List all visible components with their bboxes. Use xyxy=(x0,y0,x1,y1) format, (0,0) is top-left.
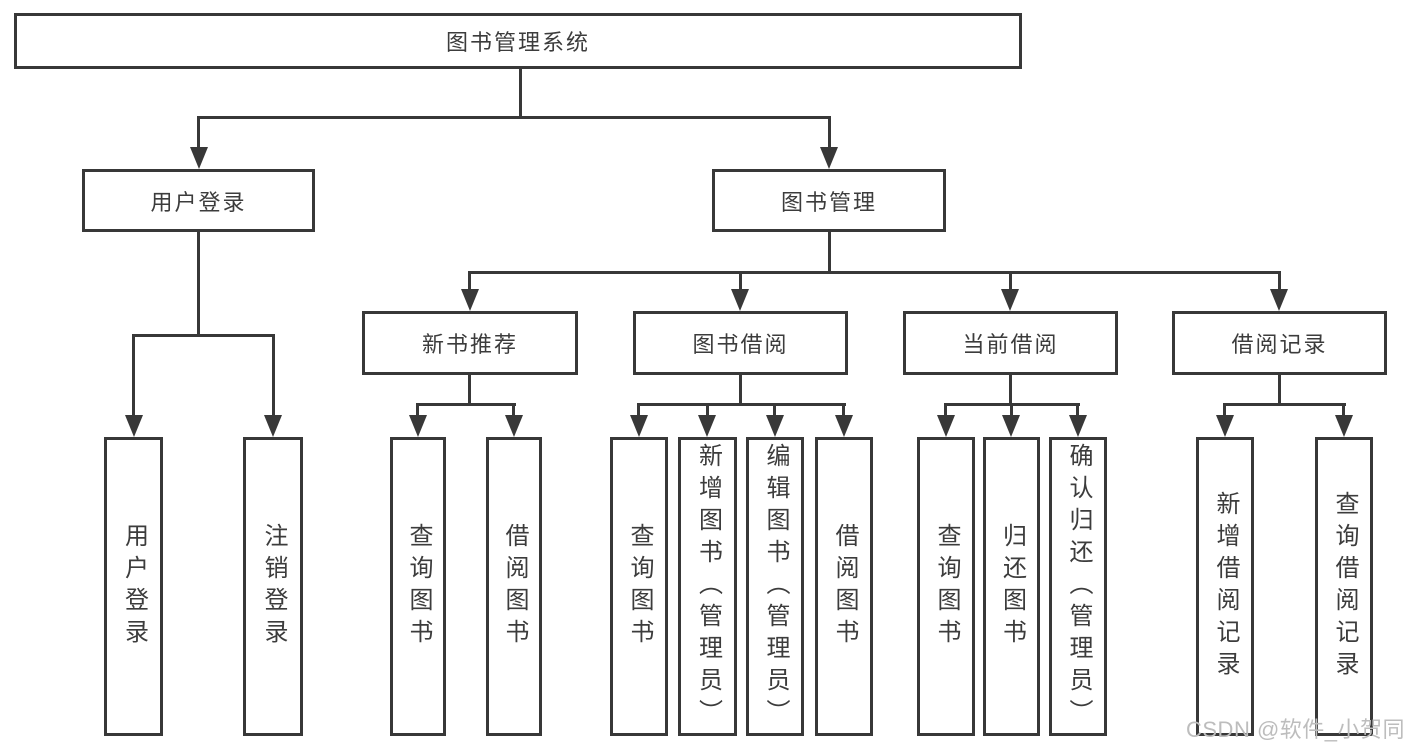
connector-line xyxy=(1010,406,1013,416)
leaf-return-book-label: 归还图书 xyxy=(998,522,1026,651)
arrowhead-down-icon xyxy=(630,415,648,437)
connector-line xyxy=(197,232,200,337)
node-current-borrow: 当前借阅 xyxy=(903,311,1118,375)
node-borrow-records-label: 借阅记录 xyxy=(1231,332,1328,357)
arrowhead-down-icon xyxy=(766,415,784,437)
arrowhead-down-icon xyxy=(1335,415,1353,437)
node-new-book-recommend-label: 新书推荐 xyxy=(421,332,518,357)
node-user-login-label: 用户登录 xyxy=(150,189,247,215)
node-borrow-records: 借阅记录 xyxy=(1172,311,1387,375)
connector-line xyxy=(512,406,515,416)
arrowhead-down-icon xyxy=(937,415,955,437)
node-user-login: 用户登录 xyxy=(82,169,315,232)
node-book-management: 图书管理 xyxy=(712,169,946,232)
connector-line xyxy=(1342,406,1345,416)
arrowhead-down-icon xyxy=(731,289,749,311)
connector-line xyxy=(416,406,419,416)
arrowhead-down-icon xyxy=(1270,289,1288,311)
leaf-edit-book-admin: 编辑图书（管理员） xyxy=(746,437,804,736)
arrowhead-down-icon xyxy=(1001,289,1019,311)
leaf-query-book-borrow: 查询图书 xyxy=(610,437,668,736)
leaf-add-borrow-record-label: 新增借阅记录 xyxy=(1212,490,1239,683)
leaf-borrow-book-recommend-label: 借阅图书 xyxy=(501,522,528,651)
leaf-user-login-label: 用户登录 xyxy=(120,522,148,651)
leaf-query-book-recommend-label: 查询图书 xyxy=(405,522,432,651)
connector-line xyxy=(1009,375,1012,406)
node-root: 图书管理系统 xyxy=(14,13,1022,69)
connector-line xyxy=(773,406,776,416)
connector-line xyxy=(828,119,831,149)
connector-line xyxy=(272,337,275,415)
arrowhead-down-icon xyxy=(820,147,838,169)
leaf-add-book-admin: 新增图书（管理员） xyxy=(678,437,737,736)
connector-line xyxy=(842,406,845,416)
leaf-query-borrow-record-label: 查询借阅记录 xyxy=(1331,490,1358,683)
leaf-confirm-return-admin-label: 确认归还（管理员） xyxy=(1065,442,1092,731)
connector-line xyxy=(1223,406,1226,416)
leaf-borrow-book-label: 借阅图书 xyxy=(831,522,858,651)
arrowhead-down-icon xyxy=(835,415,853,437)
arrowhead-down-icon xyxy=(505,415,523,437)
connector-line xyxy=(519,69,522,119)
connector-line xyxy=(944,406,947,416)
leaf-query-book-borrow-label: 查询图书 xyxy=(626,522,653,651)
leaf-edit-book-admin-label: 编辑图书（管理员） xyxy=(762,442,789,731)
node-book-management-label: 图书管理 xyxy=(780,189,877,215)
leaf-add-book-admin-label: 新增图书（管理员） xyxy=(694,442,722,731)
leaf-query-book-recommend: 查询图书 xyxy=(390,437,446,736)
arrowhead-down-icon xyxy=(190,147,208,169)
connector-line xyxy=(197,119,200,149)
connector-line xyxy=(637,406,640,416)
leaf-query-book-current: 查询图书 xyxy=(917,437,975,736)
node-new-book-recommend: 新书推荐 xyxy=(362,311,578,375)
connector-line xyxy=(468,274,471,292)
arrowhead-down-icon xyxy=(409,415,427,437)
connector-line xyxy=(1223,403,1346,406)
arrowhead-down-icon xyxy=(1002,415,1020,437)
connector-line xyxy=(468,375,471,406)
connector-line xyxy=(828,232,831,274)
arrowhead-down-icon xyxy=(698,415,716,437)
connector-line xyxy=(944,403,1080,406)
node-book-borrow-label: 图书借阅 xyxy=(692,332,789,357)
arrowhead-down-icon xyxy=(1069,415,1087,437)
connector-line xyxy=(132,334,275,337)
connector-line xyxy=(739,274,742,292)
connector-line xyxy=(706,406,709,416)
connector-line xyxy=(132,337,135,415)
connector-line xyxy=(637,403,846,406)
leaf-logout-login: 注销登录 xyxy=(243,437,303,736)
connector-line xyxy=(197,116,831,119)
connector-line xyxy=(1278,274,1281,292)
arrowhead-down-icon xyxy=(461,289,479,311)
leaf-logout-login-label: 注销登录 xyxy=(260,522,287,651)
leaf-return-book: 归还图书 xyxy=(983,437,1040,736)
arrowhead-down-icon xyxy=(264,415,282,437)
arrowhead-down-icon xyxy=(1216,415,1234,437)
connector-line xyxy=(1278,375,1281,406)
watermark: CSDN @软件_小贺同学 xyxy=(1186,717,1405,742)
leaf-user-login: 用户登录 xyxy=(104,437,163,736)
leaf-borrow-book-recommend: 借阅图书 xyxy=(486,437,542,736)
node-root-label: 图书管理系统 xyxy=(445,30,590,55)
node-book-borrow: 图书借阅 xyxy=(633,311,848,375)
leaf-query-book-current-label: 查询图书 xyxy=(933,522,960,651)
leaf-query-borrow-record: 查询借阅记录 xyxy=(1315,437,1373,736)
node-current-borrow-label: 当前借阅 xyxy=(962,332,1059,357)
arrowhead-down-icon xyxy=(125,415,143,437)
connector-line xyxy=(1076,406,1079,416)
connector-line xyxy=(468,271,1281,274)
leaf-add-borrow-record: 新增借阅记录 xyxy=(1196,437,1254,736)
connector-line xyxy=(1009,274,1012,292)
leaf-confirm-return-admin: 确认归还（管理员） xyxy=(1049,437,1107,736)
leaf-borrow-book: 借阅图书 xyxy=(815,437,873,736)
connector-line xyxy=(416,403,516,406)
connector-line xyxy=(739,375,742,406)
